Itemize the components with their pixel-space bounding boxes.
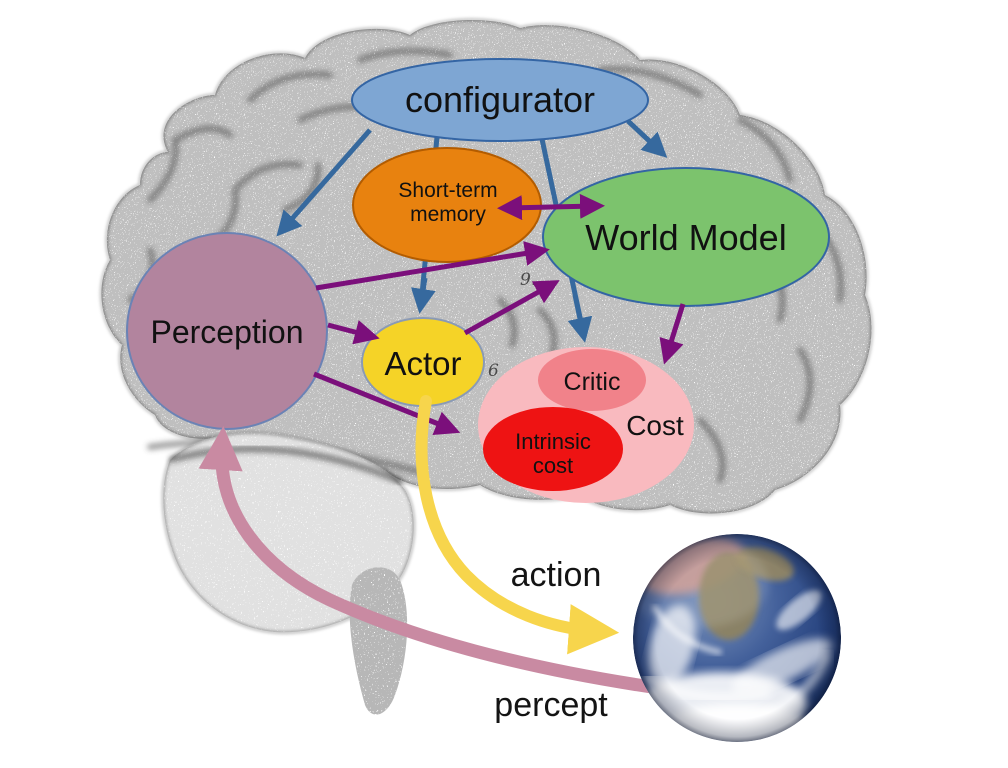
- node-configurator: [351, 58, 649, 142]
- arrow-action-actor-to-world: [415, 395, 620, 655]
- node-critic: [538, 349, 646, 411]
- arrow-actor-to-world-model: [463, 280, 560, 336]
- node-intrinsic-cost: [483, 407, 623, 491]
- figure-numeral-6: 6: [488, 361, 499, 381]
- brainstem-stipple: [349, 567, 408, 715]
- actor-label: Actor: [384, 345, 461, 382]
- arrow-short-term-memory-world-model-bidirectional: [497, 193, 605, 221]
- intrinsic-cost-label-line1: Intrinsic: [515, 429, 591, 454]
- arrow-configurator-to-cost-head: [567, 294, 593, 343]
- arrow-perception-to-world-model: [315, 241, 550, 291]
- arrow-perception-to-actor: [327, 320, 380, 345]
- arrow-configurator-to-perception: [276, 128, 372, 237]
- short-term-memory-label-line1: Short-term: [398, 179, 497, 202]
- configurator-label: configurator: [405, 79, 595, 120]
- module-nodes: [126, 58, 830, 503]
- brainstem: [349, 567, 408, 715]
- earth-shading: [633, 534, 841, 742]
- short-term-memory-label-line2: memory: [410, 203, 486, 226]
- perception-label: Perception: [151, 314, 304, 350]
- percept-label: percept: [494, 686, 608, 724]
- arrow-configurator-to-world-model: [626, 119, 668, 158]
- figure-numeral-9: 9.: [520, 270, 536, 290]
- critic-label: Critic: [564, 368, 621, 396]
- cerebrum-sulci: [127, 48, 844, 483]
- node-world-model: [542, 167, 830, 307]
- action-label: action: [511, 556, 602, 594]
- world-model-label: World Model: [585, 217, 786, 258]
- earth-image: [633, 534, 841, 742]
- cost-label: Cost: [626, 410, 684, 441]
- arrow-configurator-to-actor-head: [410, 277, 436, 314]
- intrinsic-cost-label-line2: cost: [533, 453, 573, 478]
- cerebellum-top-shadow: [169, 446, 404, 485]
- arrows-front: [276, 119, 686, 436]
- arrow-percept-world-to-perception: [198, 425, 709, 701]
- arrow-world-model-to-critic: [659, 303, 686, 365]
